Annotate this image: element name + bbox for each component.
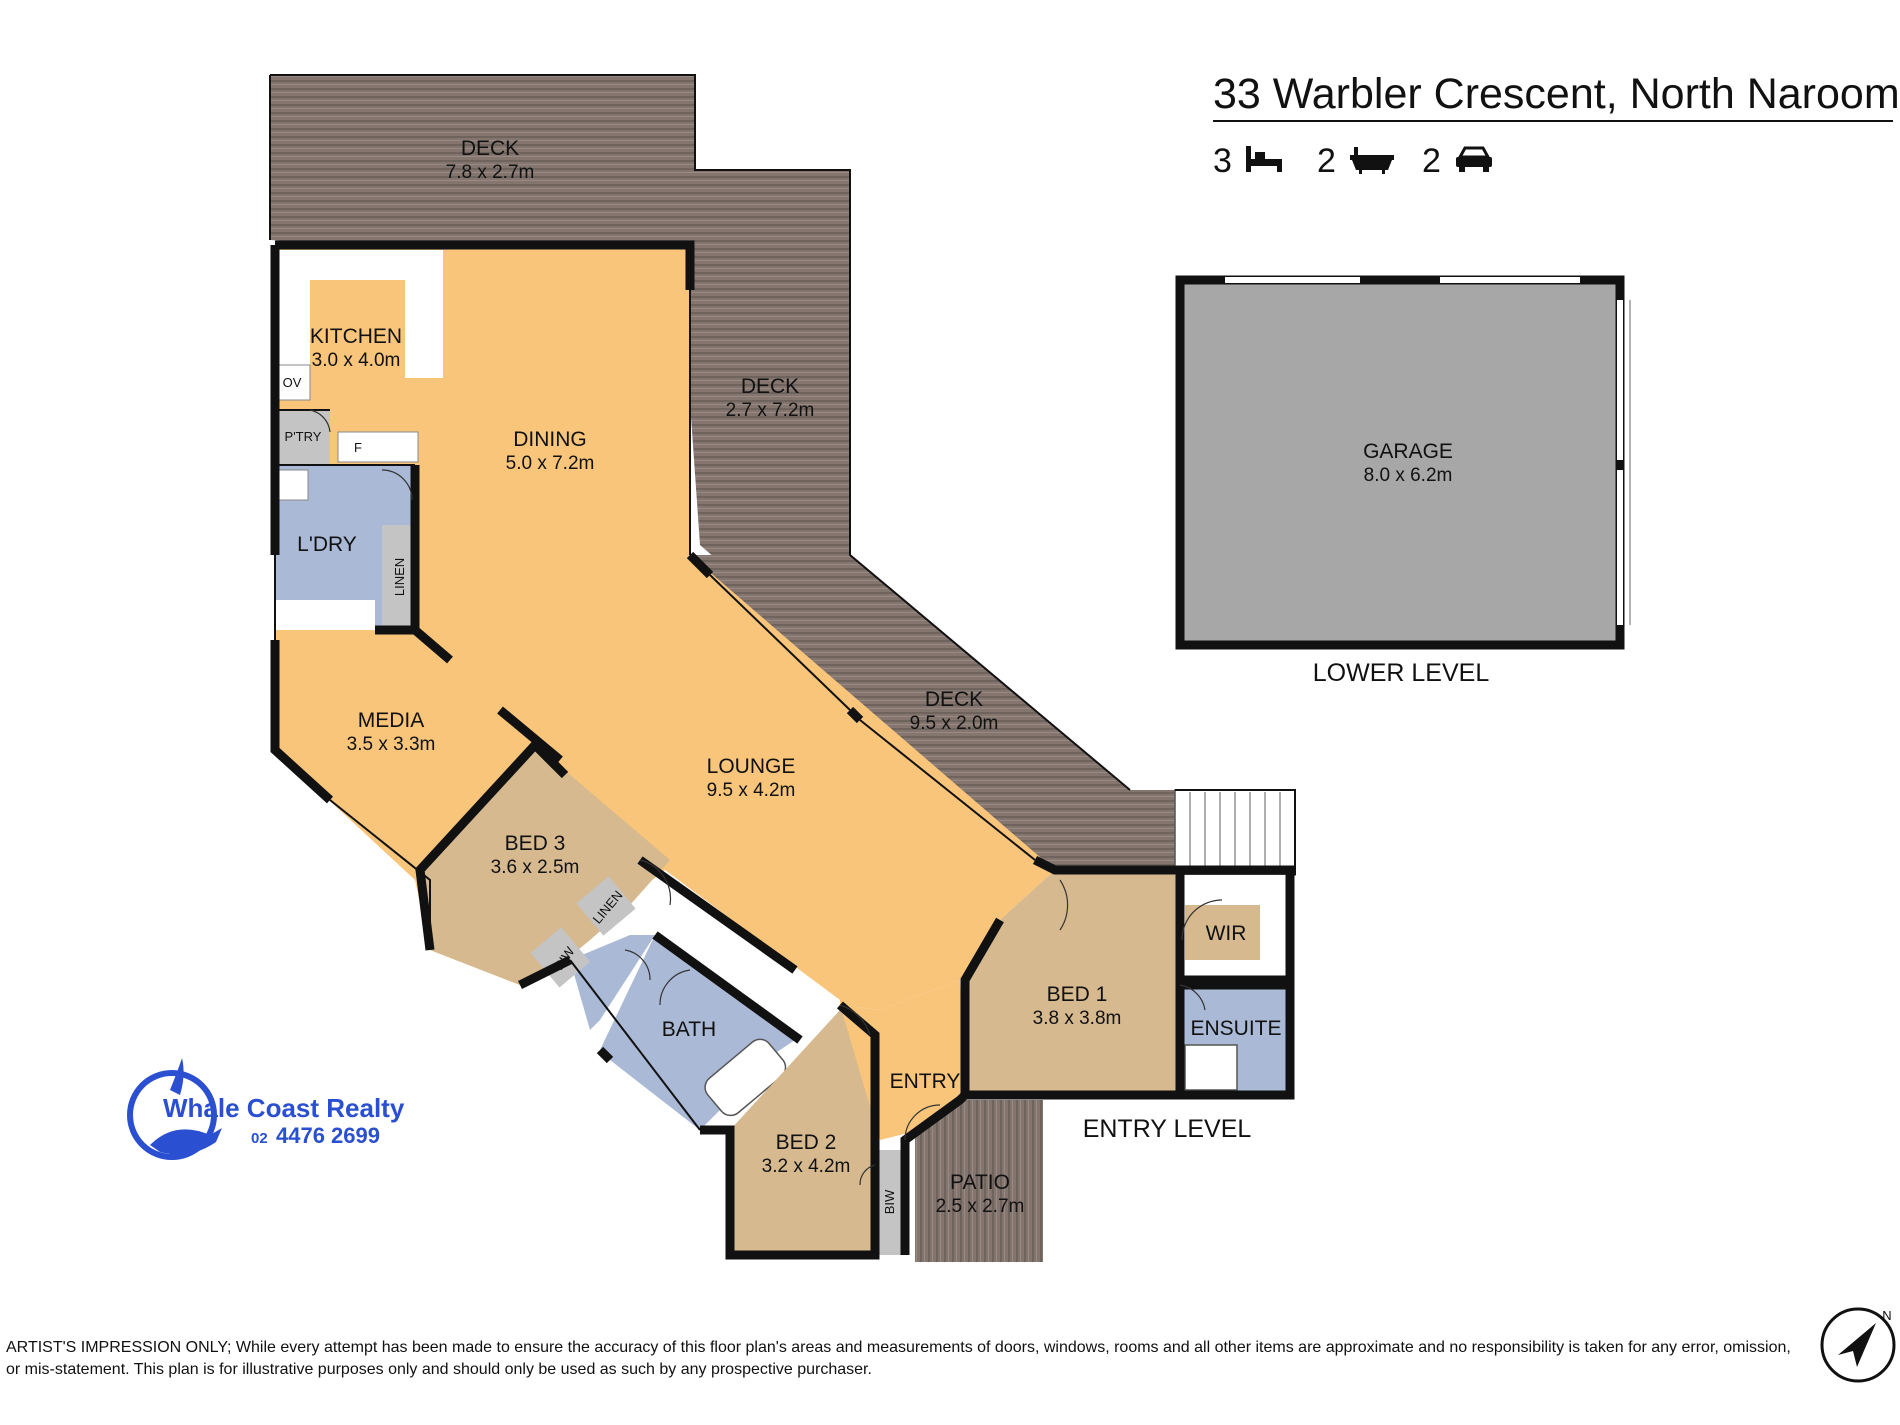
disclaimer-text: ARTIST'S IMPRESSION ONLY; While every at… — [6, 1339, 1791, 1378]
cars-count: 2 — [1422, 142, 1441, 180]
room-labels: DECK 7.8 x 2.7m DECK 2.7 x 7.2m DECK 9.5… — [283, 137, 1490, 1217]
deck-side-name: DECK — [741, 375, 799, 398]
header: 33 Warbler Crescent, North Narooma 3 2 2 — [1213, 70, 1900, 180]
address-title: 33 Warbler Crescent, North Narooma — [1213, 70, 1900, 118]
wir-label: WIR — [1206, 922, 1247, 945]
bathtub — [704, 1038, 787, 1117]
wc-room — [570, 935, 655, 1030]
compass-north-label: N — [1882, 1308, 1891, 1323]
bed1-name: BED 1 — [1047, 983, 1108, 1006]
pantry-label: P'TRY — [285, 429, 322, 444]
media-dim: 3.5 x 3.3m — [347, 734, 436, 755]
lounge-name: LOUNGE — [707, 755, 796, 778]
laundry-bench — [275, 600, 375, 630]
media-name: MEDIA — [358, 709, 425, 732]
deck-diag-dim: 9.5 x 2.0m — [910, 713, 999, 734]
deck-top-dim: 7.8 x 2.7m — [446, 162, 535, 183]
deck-top-name: DECK — [461, 137, 519, 160]
bed2-room — [730, 1010, 875, 1255]
bath-name: BATH — [662, 1018, 716, 1041]
windows-and-thin-walls — [269, 74, 1296, 1256]
oven-label: OV — [283, 375, 302, 390]
oven-cabinet — [274, 364, 311, 401]
patio-area — [915, 1100, 1043, 1262]
dining-dim: 5.0 x 7.2m — [506, 453, 595, 474]
deck-diagonal — [695, 555, 1130, 870]
linen1-label: LINEN — [392, 558, 407, 596]
stair-treads — [1189, 792, 1281, 873]
brand-name: Whale Coast Realty — [163, 1093, 405, 1123]
garage-name: GARAGE — [1363, 440, 1453, 463]
car-icon — [1456, 146, 1492, 172]
patio-name: PATIO — [950, 1171, 1010, 1194]
garage-dim: 8.0 x 6.2m — [1364, 465, 1453, 486]
entry-name: ENTRY — [890, 1070, 961, 1093]
whale-logo-icon — [127, 1058, 222, 1160]
wir-floor — [1185, 905, 1260, 960]
brand-logo: Whale Coast Realty 02 4476 2699 — [127, 1058, 405, 1160]
linen-cupboard-2 — [576, 876, 636, 936]
bed1-dim: 3.8 x 3.8m — [1033, 1008, 1122, 1029]
kitchen-name: KITCHEN — [310, 325, 402, 348]
north-arrow-icon: N — [1820, 1307, 1896, 1383]
deck-side-dim: 2.7 x 7.2m — [726, 400, 815, 421]
lower-level-label: LOWER LEVEL — [1313, 659, 1490, 687]
biw-cupboard-1 — [530, 927, 591, 988]
baths-count: 2 — [1317, 142, 1336, 180]
deck-area — [270, 75, 1296, 1262]
shower — [1184, 1044, 1238, 1091]
door-swings — [309, 409, 1223, 1186]
ensuite-name: ENSUITE — [1190, 1017, 1281, 1040]
linen-cupboard-1 — [382, 525, 415, 630]
deck-diag-name: DECK — [925, 688, 983, 711]
laundry-tub — [277, 469, 309, 501]
bath-room — [600, 935, 795, 1130]
patio-dim: 2.5 x 2.7m — [936, 1196, 1025, 1217]
lounge-dim: 9.5 x 4.2m — [707, 780, 796, 801]
brand-phone: 4476 2699 — [276, 1123, 380, 1148]
bed3-dim: 3.6 x 2.5m — [491, 857, 580, 878]
pantry — [275, 410, 330, 465]
fridge-label: F — [354, 440, 362, 455]
bathtub-icon — [1350, 147, 1394, 174]
bed-icon — [1246, 146, 1282, 172]
biw-cupboard-2 — [875, 1150, 903, 1255]
biw2-label: BIW — [882, 1189, 897, 1214]
garage-room — [1180, 280, 1620, 645]
kitchen-dim: 3.0 x 4.0m — [312, 350, 401, 371]
bed1-room — [965, 870, 1180, 1095]
laundry-name: L'DRY — [297, 533, 357, 556]
bed2-name: BED 2 — [776, 1131, 837, 1154]
fridge-space — [337, 431, 419, 463]
brand-phone-prefix: 02 — [251, 1130, 268, 1147]
garage-block — [1175, 275, 1631, 650]
kitchen-island — [405, 250, 443, 378]
bed2-dim: 3.2 x 4.2m — [762, 1156, 851, 1177]
beds-count: 3 — [1213, 142, 1232, 180]
walls — [270, 240, 1295, 1260]
dining-name: DINING — [513, 428, 587, 451]
entry-level-label: ENTRY LEVEL — [1083, 1115, 1252, 1143]
bed3-name: BED 3 — [505, 832, 566, 855]
